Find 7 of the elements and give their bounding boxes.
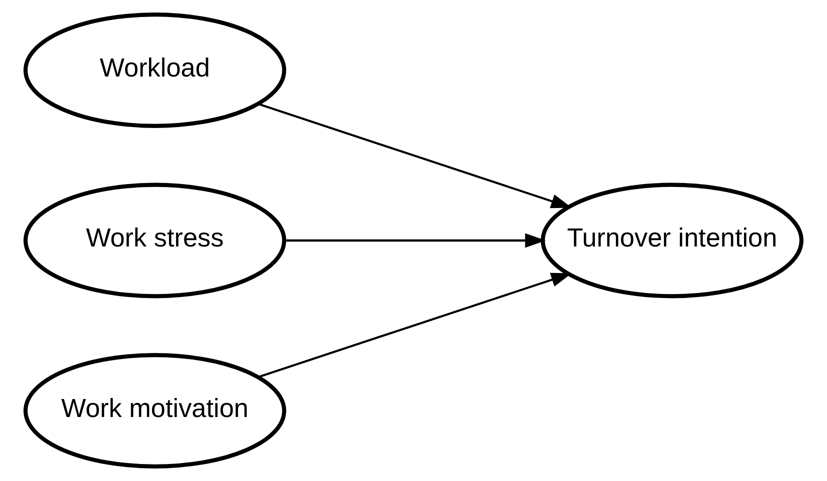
arrow (258, 102, 572, 208)
node-ellipse: Turnover intention (540, 182, 804, 298)
arrow (284, 233, 546, 248)
node-ellipse: Work stress (24, 182, 286, 298)
node-ellipse: Work motivation (24, 353, 286, 468)
arrow (258, 272, 572, 378)
node-ellipse: Workload (24, 12, 286, 128)
